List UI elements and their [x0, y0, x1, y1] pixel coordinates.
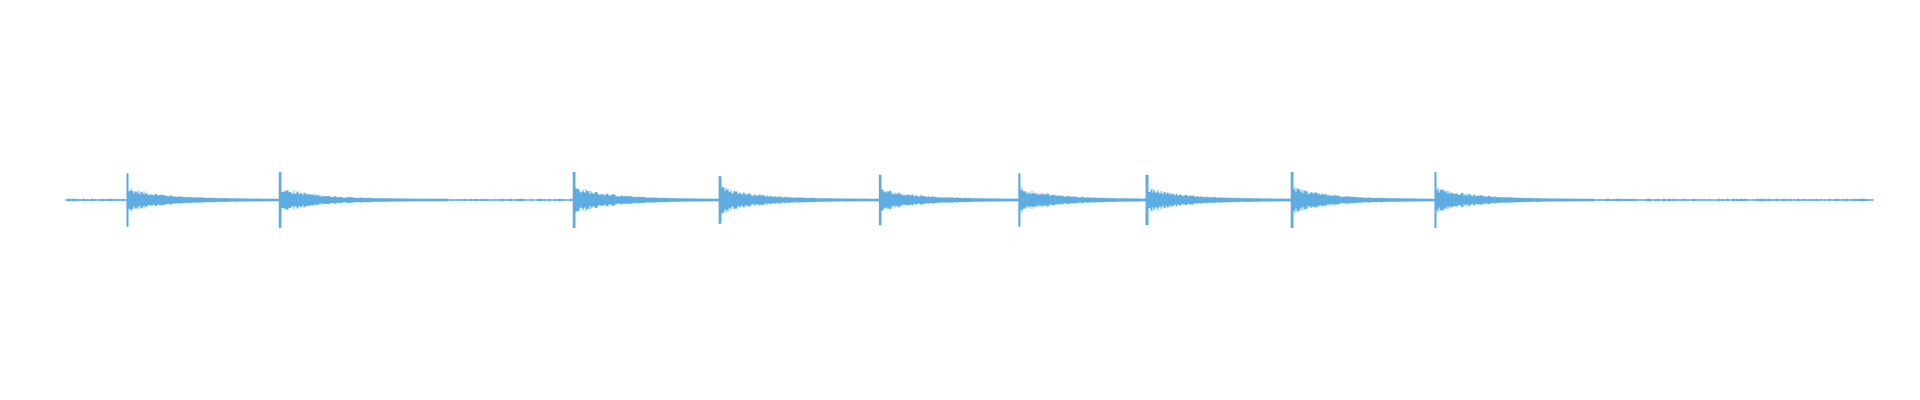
waveform-envelope [65, 172, 1874, 228]
